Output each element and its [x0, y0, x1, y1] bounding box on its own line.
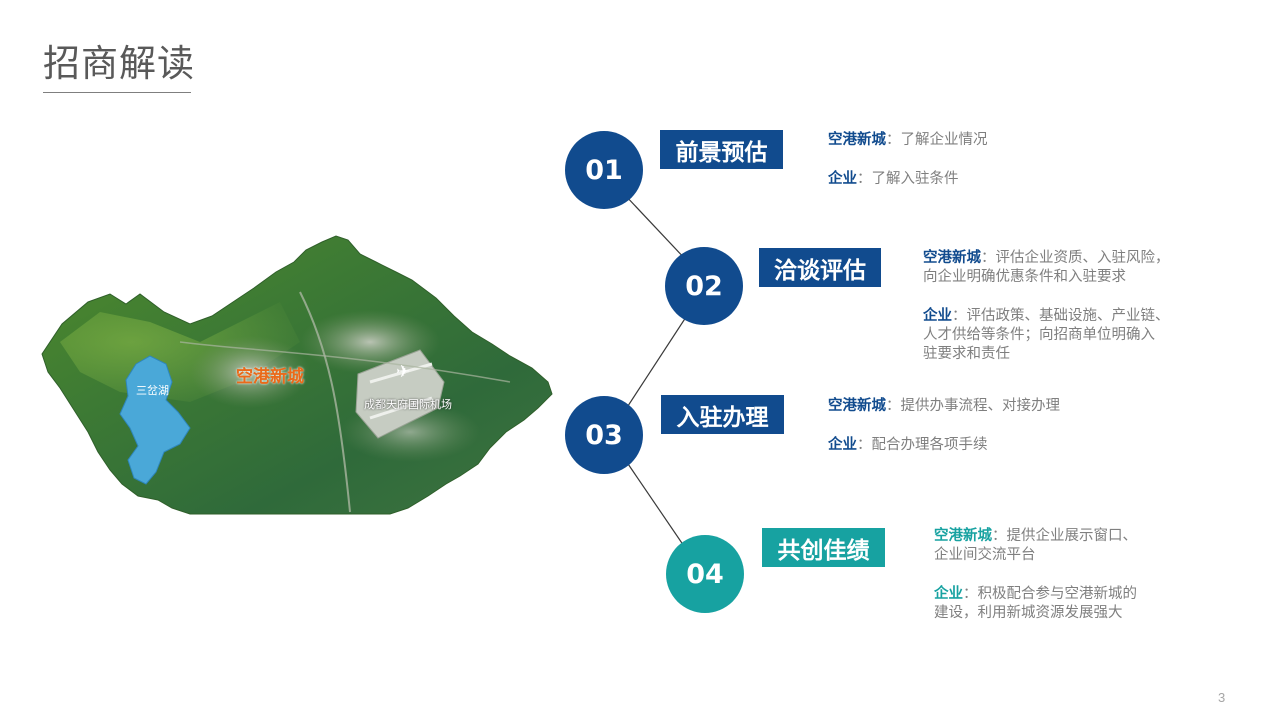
- airport-label: 成都天府国际机场: [364, 398, 452, 411]
- desc-line: 向企业明确优惠条件和入驻要求: [923, 269, 1126, 285]
- desc-line: 企业：评估政策、基础设施、产业链、: [923, 308, 1170, 324]
- page-number: 3: [1218, 690, 1226, 705]
- step-desc-02: 空港新城：评估企业资质、入驻风险， 向企业明确优惠条件和入驻要求 企业：评估政策…: [923, 249, 1170, 364]
- page-title: 招商解读: [43, 42, 195, 85]
- desc-line: 企业间交流平台: [934, 547, 1036, 563]
- connector-1-2: [623, 193, 689, 263]
- step-number-02: 02: [665, 247, 743, 325]
- lake-shape: [119, 355, 191, 485]
- desc-line: 人才供给等条件；向招商单位明确入: [923, 327, 1155, 343]
- desc-line: 企业：积极配合参与空港新城的: [934, 586, 1137, 602]
- terrain-map-graphic: [41, 235, 553, 515]
- step-desc-03: 空港新城：提供办事流程、对接办理 企业：配合办理各项手续: [828, 397, 1060, 455]
- desc-line: 空港新城：提供企业展示窗口、: [934, 528, 1137, 544]
- title-underline: [43, 92, 191, 93]
- step-number-01: 01: [565, 131, 643, 209]
- lake-label: 三岔湖: [136, 384, 169, 397]
- step-number-03: 03: [565, 396, 643, 474]
- region-map: 三岔湖 空港新城 ✈ 成都天府国际机场: [40, 232, 556, 516]
- desc-line: 企业：配合办理各项手续: [828, 437, 988, 453]
- city-label: 空港新城: [236, 367, 304, 387]
- desc-line: 空港新城：了解企业情况: [828, 132, 988, 148]
- step-title-03: 入驻办理: [661, 395, 784, 434]
- connector-2-3: [623, 313, 689, 413]
- desc-line: 空港新城：提供办事流程、对接办理: [828, 398, 1060, 414]
- desc-line: 企业：了解入驻条件: [828, 171, 959, 187]
- airplane-icon: ✈: [396, 362, 411, 382]
- step-title-04: 共创佳绩: [762, 528, 885, 567]
- step-title-01: 前景预估: [660, 130, 783, 169]
- step-desc-01: 空港新城：了解企业情况 企业：了解入驻条件: [828, 131, 988, 189]
- desc-line: 建设，利用新城资源发展强大: [934, 605, 1123, 621]
- step-desc-04: 空港新城：提供企业展示窗口、 企业间交流平台 企业：积极配合参与空港新城的 建设…: [934, 527, 1137, 623]
- desc-line: 驻要求和责任: [923, 346, 1010, 362]
- step-number-04: 04: [666, 535, 744, 613]
- connector-3-4: [623, 457, 689, 553]
- desc-line: 空港新城：评估企业资质、入驻风险，: [923, 250, 1170, 266]
- step-title-02: 洽谈评估: [759, 248, 881, 287]
